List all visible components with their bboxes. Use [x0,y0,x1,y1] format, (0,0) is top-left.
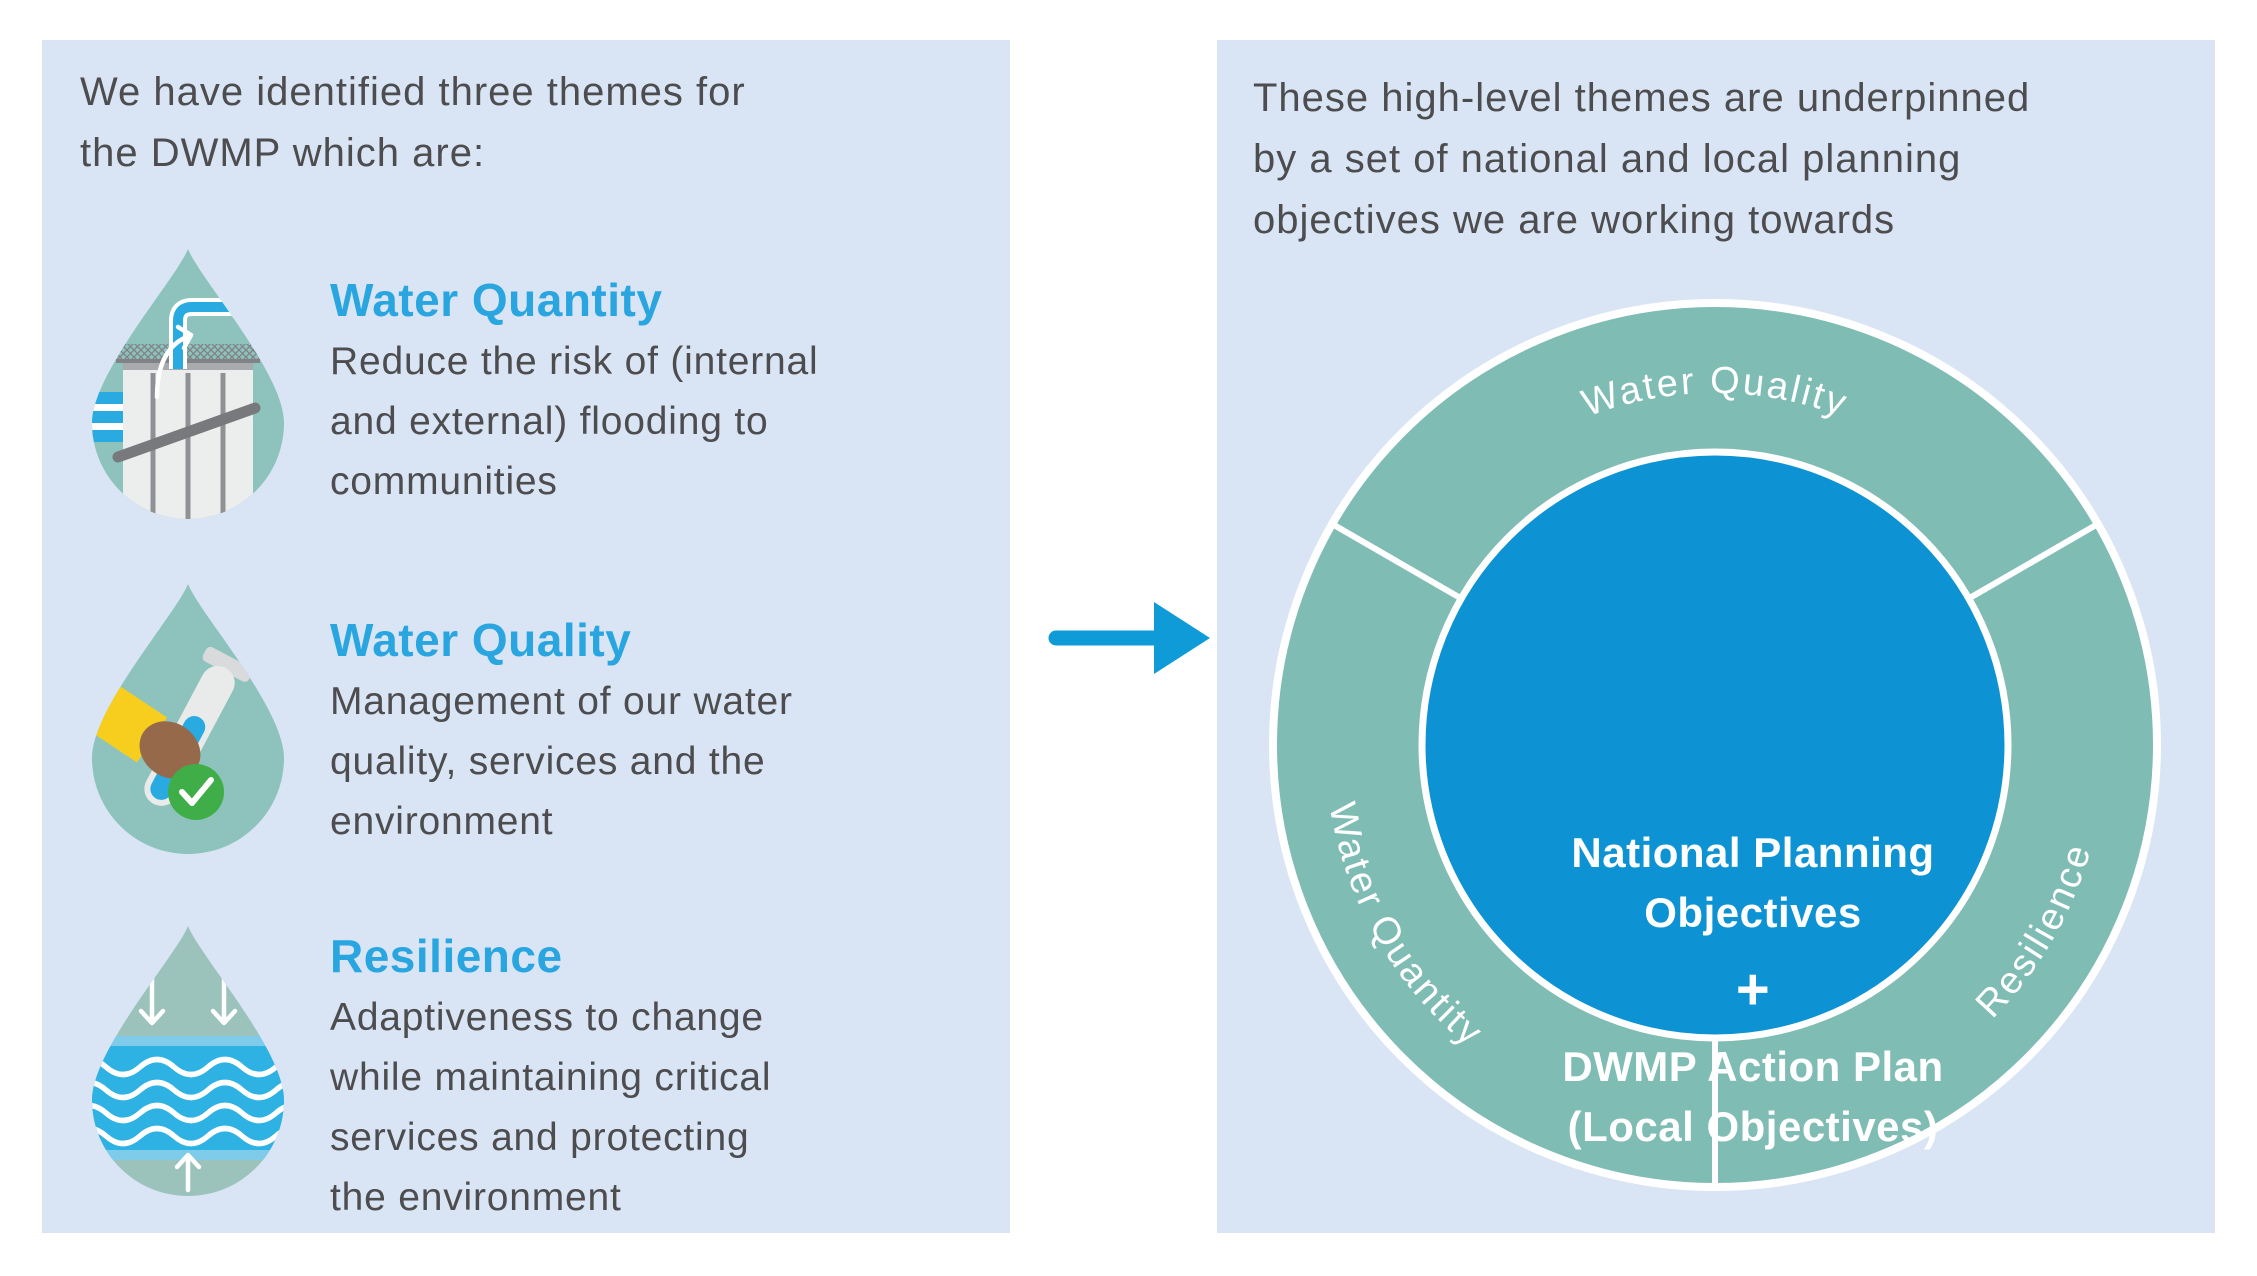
objectives-donut-diagram: Water Quality Water Quantity Resilience … [1255,285,2175,1205]
theme-description: Management of our water quality, service… [330,672,1010,852]
description-line: and external) flooding to [330,400,769,443]
theme-text-resilience: Resilience Adaptiveness to change while … [330,928,1010,1228]
outflow-pipe [169,298,250,369]
hand [92,669,201,779]
description-line: Adaptiveness to change [330,996,764,1039]
up-arrow-icon [154,324,194,400]
theme-text-water-quantity: Water Quantity Reduce the risk of (inter… [330,272,1010,512]
objectives-panel: These high-level themes are underpinned … [1217,40,2215,1233]
description-line: environment [330,800,554,843]
themes-panel: We have identified three themes for the … [42,40,1010,1233]
down-arrow-icon [138,971,238,1026]
donut-rings: Water Quality Water Quantity Resilience [1269,299,2161,1191]
left-panel-intro: We have identified three themes for the … [80,62,746,184]
description-line: Reduce the risk of (internal [330,340,819,383]
plus-icon: + [1735,957,1771,1022]
theme-text-water-quality: Water Quality Management of our water qu… [330,612,1010,852]
intro-line: the DWMP which are: [80,131,486,175]
intro-line: These high-level themes are underpinned [1253,76,2031,120]
description-line: Management of our water [330,680,793,723]
theme-title: Water Quantity [330,274,663,326]
theme-title: Resilience [330,930,563,982]
water-quantity-droplet-icon [92,249,284,519]
tank-bar [112,402,261,463]
description-line: quality, services and the [330,740,766,783]
theme-title: Water Quality [330,614,632,666]
local-objectives-label: DWMP Action Plan (Local Objectives) [1562,1043,1944,1150]
intro-line: objectives we are working towards [1253,198,1896,242]
resilience-droplet-icon [92,926,284,1196]
segment-dividers [1327,519,2103,1191]
center-circle [1418,448,2012,1042]
right-panel-intro: These high-level themes are underpinned … [1253,68,2030,251]
description-line: the environment [330,1176,622,1219]
national-objectives-label: National Planning Objectives [1571,829,1935,936]
right-arrow-icon [1048,602,1210,674]
intro-line: by a set of national and local planning [1253,137,1962,181]
theme-description: Reduce the risk of (internal and externa… [330,332,1010,512]
donut-center-text: National Planning Objectives + DWMP Acti… [1493,760,2013,1220]
water-quality-droplet-icon [92,584,284,854]
description-line: services and protecting [330,1116,750,1159]
wave-band [92,1036,284,1160]
theme-description: Adaptiveness to change while maintaining… [330,988,1010,1228]
description-line: communities [330,460,558,503]
inflow-stripes [92,392,124,442]
check-icon [168,764,224,820]
up-arrow-icon [174,1152,202,1193]
description-line: while maintaining critical [330,1056,772,1099]
intro-line: We have identified three themes for [80,70,746,114]
